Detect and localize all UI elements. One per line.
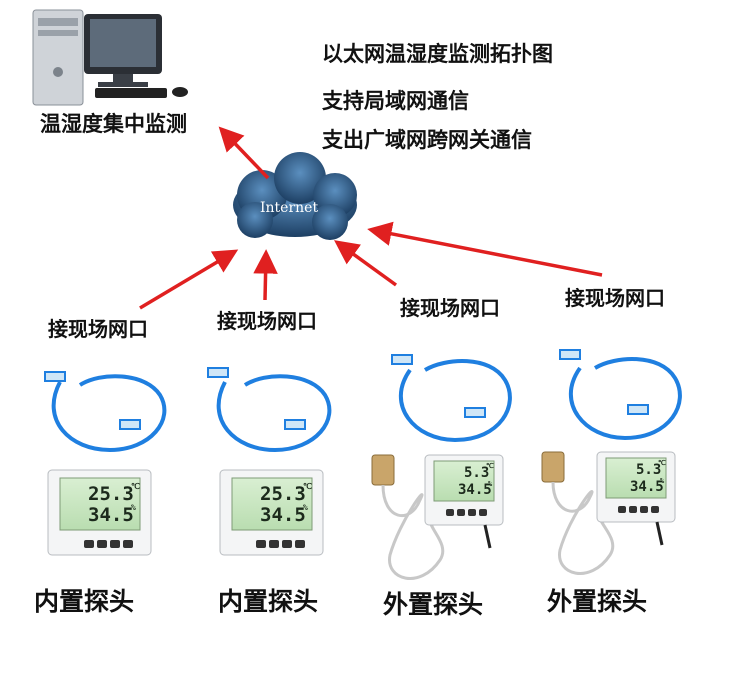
port-label: 接现场网口 bbox=[565, 286, 665, 310]
external-probe-icons bbox=[371, 451, 615, 580]
temperature-reading: 25.3 bbox=[260, 483, 306, 505]
external-probe-icon bbox=[541, 451, 615, 575]
internet-cloud: Internet bbox=[233, 152, 357, 240]
humidity-unit: % bbox=[660, 477, 665, 485]
probe-type-label: 内置探头 bbox=[218, 587, 319, 616]
arrow-port-3 bbox=[334, 240, 398, 287]
probe-type-label: 外置探头 bbox=[383, 590, 484, 619]
external-probe-icon bbox=[371, 454, 445, 580]
humidity-reading: 34.5 bbox=[630, 479, 664, 495]
arrow-port-2 bbox=[253, 249, 278, 301]
sensor-device: 5.3 ℃ 34.5 % bbox=[424, 454, 504, 549]
ethernet-cable-icon bbox=[207, 367, 332, 453]
temperature-reading: 5.3 bbox=[636, 462, 661, 478]
connection-arrows bbox=[139, 126, 603, 310]
monitor-label: 温湿度集中监测 bbox=[40, 112, 187, 136]
probe-type-label: 外置探头 bbox=[547, 587, 648, 616]
humidity-unit: % bbox=[303, 503, 308, 512]
feature-lan: 支持局域网通信 bbox=[322, 89, 469, 113]
port-label: 接现场网口 bbox=[217, 309, 317, 333]
port-label: 接现场网口 bbox=[400, 296, 500, 320]
sensor-device: 5.3 ℃ 34.5 % bbox=[596, 451, 676, 546]
sensor-device: 25.3 ℃ 34.5 % bbox=[47, 469, 152, 556]
ethernet-cable-icon bbox=[391, 354, 512, 443]
humidity-reading: 34.5 bbox=[260, 504, 306, 526]
temperature-unit: ℃ bbox=[486, 462, 494, 470]
diagram-title: 以太网温湿度监测拓扑图 bbox=[322, 42, 553, 66]
cloud-label: Internet bbox=[260, 200, 318, 216]
computer-icon bbox=[32, 9, 188, 106]
humidity-reading: 34.5 bbox=[88, 504, 134, 526]
temperature-unit: ℃ bbox=[303, 482, 312, 491]
arrow-port-4 bbox=[367, 221, 603, 277]
humidity-unit: % bbox=[488, 480, 493, 488]
sensor-device: 25.3 ℃ 34.5 % bbox=[219, 469, 324, 556]
temperature-unit: ℃ bbox=[658, 459, 666, 467]
temperature-reading: 5.3 bbox=[464, 465, 489, 481]
ethernet-cable-icons bbox=[44, 349, 682, 453]
ethernet-cable-icon bbox=[559, 349, 682, 441]
arrow-port-1 bbox=[139, 249, 239, 310]
probe-type-label: 内置探头 bbox=[34, 587, 135, 616]
arrow-to-monitor bbox=[218, 126, 270, 180]
feature-wan: 支出广域网跨网关通信 bbox=[322, 128, 532, 152]
humidity-reading: 34.5 bbox=[458, 482, 492, 498]
port-label: 接现场网口 bbox=[48, 317, 148, 341]
temperature-unit: ℃ bbox=[131, 482, 140, 491]
temperature-reading: 25.3 bbox=[88, 483, 134, 505]
humidity-unit: % bbox=[131, 503, 136, 512]
ethernet-cable-icon bbox=[44, 371, 167, 453]
